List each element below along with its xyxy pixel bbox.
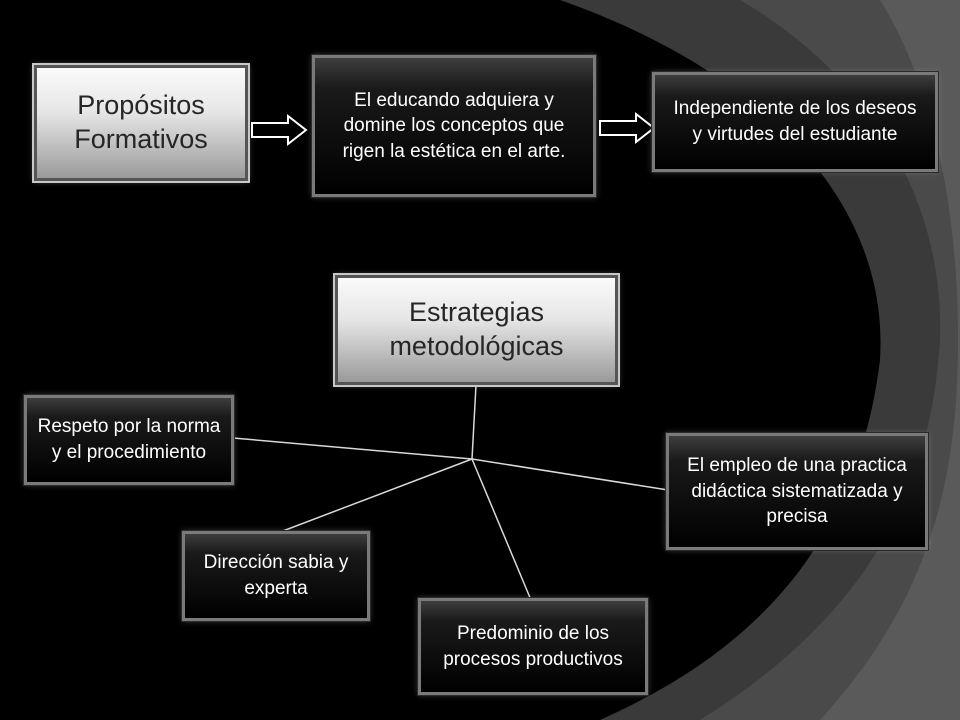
decor-band-edge bbox=[820, 0, 960, 720]
propositos-formativos-box: Propósitos Formativos bbox=[34, 65, 248, 181]
respeto-norma-box: Respeto por la norma y el procedimiento bbox=[24, 395, 234, 485]
concepto-estetica-box: El educando adquiera y domine los concep… bbox=[312, 55, 596, 197]
respeto-norma-label: Respeto por la norma y el procedimiento bbox=[37, 416, 221, 463]
empleo-practica-label: El empleo de una practica didáctica sist… bbox=[687, 455, 907, 528]
connector-hub-respeto bbox=[232, 437, 473, 460]
arrow-right-icon bbox=[251, 114, 308, 146]
empleo-practica-box: El empleo de una practica didáctica sist… bbox=[666, 433, 928, 550]
arrow-right-icon bbox=[599, 112, 656, 144]
connector-hub-predominio bbox=[471, 458, 532, 601]
estrategias-metodologicas-box: Estrategias metodológicas bbox=[335, 275, 618, 385]
connector-title-hub bbox=[471, 384, 477, 460]
predominio-procesos-label: Predominio de los procesos productivos bbox=[443, 622, 623, 670]
independiente-label: Independiente de los deseos y virtudes d… bbox=[673, 98, 917, 145]
direccion-sabia-box: Dirección sabia y experta bbox=[182, 531, 370, 621]
predominio-procesos-box: Predominio de los procesos productivos bbox=[418, 598, 648, 695]
estrategias-metodologicas-label: Estrategias metodológicas bbox=[389, 297, 564, 361]
connector-hub-direccion bbox=[274, 458, 473, 535]
direccion-sabia-label: Dirección sabia y experta bbox=[203, 552, 349, 599]
propositos-formativos-label: Propósitos Formativos bbox=[74, 90, 208, 154]
connector-hub-empleo bbox=[471, 458, 669, 491]
independiente-box: Independiente de los deseos y virtudes d… bbox=[652, 72, 938, 172]
concepto-estetica-label: El educando adquiera y domine los concep… bbox=[342, 89, 566, 162]
